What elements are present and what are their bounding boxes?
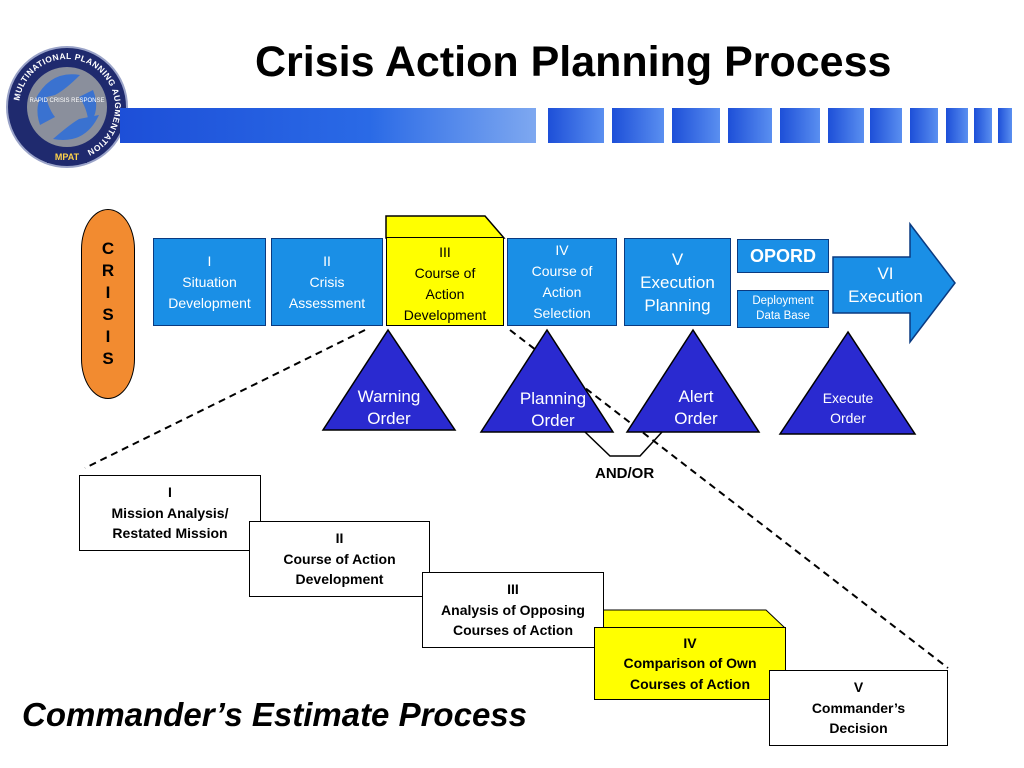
deployment-db-label: Data Base bbox=[756, 310, 810, 322]
phase-1-label: Development bbox=[168, 294, 251, 311]
crisis-letter: I bbox=[105, 283, 111, 302]
estimate-step-5: V Commander’s Decision bbox=[769, 670, 948, 746]
opord-label: OPORD bbox=[749, 245, 816, 266]
phase-1-label: Situation bbox=[182, 273, 237, 290]
phase-2-box: II Crisis Assessment bbox=[271, 238, 383, 326]
step-line: Decision bbox=[829, 720, 888, 737]
order-label-line: Warning bbox=[357, 387, 421, 406]
phase-2-label: Crisis bbox=[309, 273, 345, 290]
phase-4-label: Action bbox=[542, 284, 582, 300]
and-or-label: AND/OR bbox=[595, 465, 655, 482]
step-line: Courses of Action bbox=[452, 622, 574, 639]
crisis-letter: C bbox=[101, 239, 115, 258]
phase-3-box: III Course of Action Development bbox=[386, 237, 504, 326]
phase-4-number: IV bbox=[555, 242, 569, 258]
estimate-step-4: IV Comparison of Own Courses of Action bbox=[594, 627, 786, 700]
deployment-db-label: Deployment bbox=[752, 295, 814, 307]
crisis-letter: S bbox=[102, 305, 114, 324]
step-line: Courses of Action bbox=[629, 675, 751, 692]
page-title: Crisis Action Planning Process bbox=[255, 38, 892, 86]
step-line: Commander’s bbox=[811, 699, 906, 716]
order-label-line: Execute bbox=[822, 390, 874, 406]
step-line: II bbox=[335, 530, 344, 547]
step-line: Comparison of Own bbox=[623, 655, 757, 672]
crisis-letter: S bbox=[102, 349, 114, 368]
step-line: Mission Analysis/ bbox=[111, 504, 229, 521]
planning-order-label: Planning Order bbox=[493, 388, 613, 432]
estimate-step-1: I Mission Analysis/ Restated Mission bbox=[79, 475, 261, 551]
phase-5-label: Planning bbox=[644, 295, 711, 315]
phase-1-box: I Situation Development bbox=[153, 238, 266, 326]
phase-2-label: Assessment bbox=[288, 294, 366, 311]
execution-label: VI Execution bbox=[833, 257, 938, 313]
step4-tab bbox=[593, 609, 787, 629]
execute-order-triangle bbox=[778, 330, 917, 435]
alert-order-label: Alert Order bbox=[636, 386, 756, 430]
crisis-pill: C R I S I S bbox=[81, 209, 135, 399]
phase-4-label: Course of bbox=[531, 263, 593, 279]
zoom-line-left bbox=[84, 329, 366, 469]
phase-3-number: III bbox=[439, 243, 451, 260]
step-line: III bbox=[507, 581, 519, 598]
estimate-step-3: III Analysis of Opposing Courses of Acti… bbox=[422, 572, 604, 648]
warning-order-label: Warning Order bbox=[329, 386, 449, 430]
step-line: I bbox=[168, 484, 172, 501]
phase-2-number: II bbox=[323, 252, 331, 269]
opord-box: OPORD bbox=[737, 239, 829, 273]
phase-3-label: Action bbox=[425, 285, 465, 302]
logo-center-text: RAPID CRISIS RESPONSE bbox=[29, 98, 104, 104]
phase-4-label: Selection bbox=[533, 305, 591, 321]
title-banner bbox=[120, 108, 1012, 143]
logo-badge: MPAT bbox=[55, 152, 80, 162]
crisis-letter: I bbox=[105, 327, 111, 346]
mpat-logo: MULTINATIONAL PLANNING AUGMENTATION TEAM… bbox=[6, 46, 128, 168]
step-line: Course of Action bbox=[283, 550, 396, 567]
order-label-line: Order bbox=[830, 410, 866, 426]
phase-5-number: V bbox=[671, 249, 684, 269]
warning-order-triangle bbox=[321, 328, 457, 431]
phase-5-box: V Execution Planning bbox=[624, 238, 731, 326]
phase-3-label: Development bbox=[403, 306, 487, 323]
execution-number: VI bbox=[877, 264, 894, 283]
step-line: Restated Mission bbox=[112, 525, 228, 542]
order-label-line: Order bbox=[367, 409, 411, 428]
deployment-database-box: Deployment Data Base bbox=[737, 290, 829, 328]
order-label-line: Alert bbox=[678, 387, 714, 406]
execution-arrow bbox=[832, 221, 956, 345]
phase-5-label: Execution bbox=[640, 272, 715, 292]
step-line: V bbox=[853, 679, 864, 696]
phase-4-box: IV Course of Action Selection bbox=[507, 238, 617, 326]
step-line: IV bbox=[683, 634, 697, 651]
estimate-step-2: II Course of Action Development bbox=[249, 521, 430, 597]
crisis-letter: R bbox=[101, 261, 115, 280]
step-line: Analysis of Opposing bbox=[441, 601, 585, 618]
order-label-line: Order bbox=[531, 411, 575, 430]
section-subtitle: Commander’s Estimate Process bbox=[22, 696, 528, 733]
zoom-line-right bbox=[509, 329, 949, 669]
phase-3-label: Course of bbox=[414, 264, 476, 281]
step-line: Development bbox=[295, 571, 384, 588]
execution-text: Execution bbox=[848, 287, 923, 306]
execute-order-label: Execute Order bbox=[788, 388, 908, 428]
alert-order-triangle bbox=[625, 328, 761, 433]
phase3-tab bbox=[385, 215, 506, 239]
and-or-connector bbox=[584, 431, 663, 457]
order-label-line: Planning bbox=[519, 389, 587, 408]
order-label-line: Order bbox=[674, 409, 718, 428]
phase-1-number: I bbox=[207, 252, 212, 269]
planning-order-triangle bbox=[479, 328, 615, 433]
